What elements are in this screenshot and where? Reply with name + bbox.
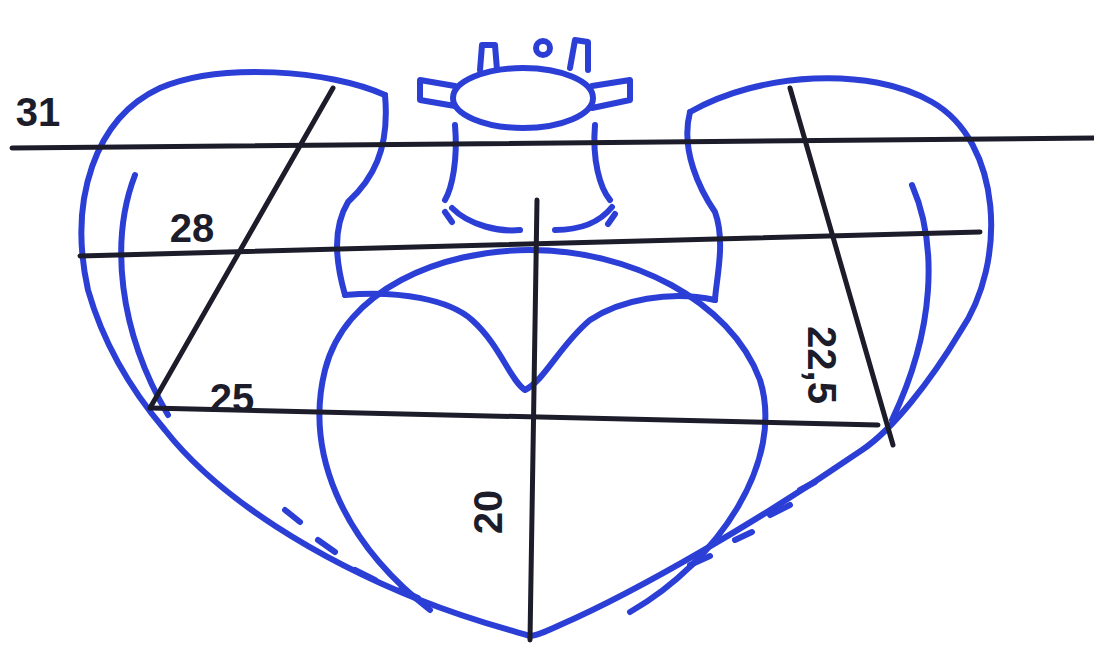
promontory [452,208,520,230]
pelvic-inlet [320,250,766,612]
promontory-mark [445,212,452,222]
measurement-lines [12,88,1094,640]
vertebra-body [453,68,593,128]
dimension-value: 28 [167,207,218,249]
sketch-dashes [690,482,815,565]
sketch-dashes [285,510,418,598]
dimension-line [530,200,537,640]
promontory [555,207,612,230]
vertebra-process [480,45,497,70]
right-ilium [530,78,991,636]
transverse-process [592,80,630,108]
sacrum-edge [594,125,610,200]
right-iliac-inner [892,185,929,420]
sacrum-edge [445,125,456,200]
promontory-mark [608,214,615,224]
dimension-line [790,88,893,445]
vertebra-process [536,41,550,55]
vertebra-process [570,40,588,70]
dimension-line [80,232,980,256]
dimension-value: 31 [13,91,64,133]
left-ilium [82,72,530,636]
dimension-value: 20 [467,487,509,538]
transverse-process [420,80,455,106]
dimension-line [150,408,878,425]
left-ala [337,95,386,295]
dimension-line [150,88,333,408]
dimension-line [12,138,1094,148]
sacrum [345,294,715,390]
left-iliac-inner [121,175,168,415]
dimension-value: 25 [207,377,258,419]
dimension-value: 22,5 [801,323,843,407]
